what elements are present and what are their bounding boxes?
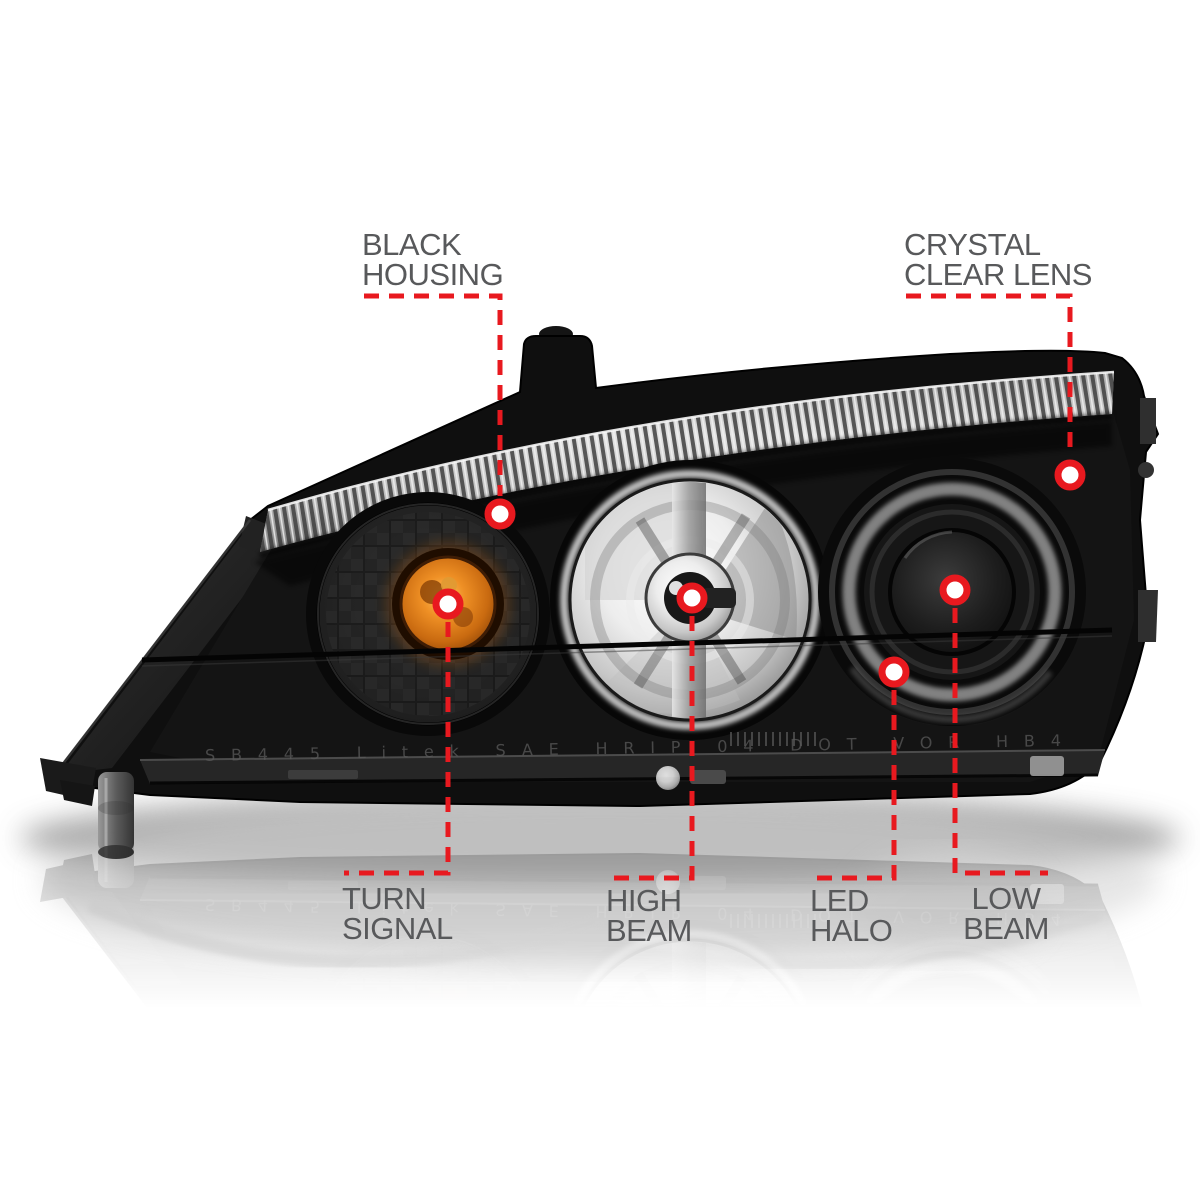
label-line: CLEAR LENS bbox=[904, 257, 1092, 292]
callout-line-crystal-clear-lens bbox=[906, 293, 1073, 457]
strip-shadow bbox=[254, 422, 1112, 586]
callout-dot-crystal-clear-lens bbox=[1054, 459, 1086, 491]
label-led-halo: LED HALO bbox=[810, 883, 893, 948]
label-line: HALO bbox=[810, 913, 893, 948]
side-clips bbox=[1138, 398, 1158, 642]
callout-dot-low-beam bbox=[939, 574, 971, 606]
callout-overlay bbox=[344, 293, 1073, 881]
label-line: CRYSTAL bbox=[904, 227, 1041, 262]
label-line: LED bbox=[810, 883, 869, 918]
callout-line-high-beam bbox=[608, 616, 695, 881]
label-black-housing: BLACK HOUSING bbox=[362, 227, 504, 292]
label-line: HOUSING bbox=[362, 257, 504, 292]
metal-clip bbox=[1030, 756, 1064, 776]
callout-dot-high-beam bbox=[676, 582, 708, 614]
label-turn-signal: TURN SIGNAL bbox=[342, 881, 453, 946]
callout-line-led-halo bbox=[812, 690, 897, 881]
led-halo-ring bbox=[842, 482, 1062, 702]
headlight-photo: SB445 Litek SAE HRIP 04 DOT VOR HB4 bbox=[40, 326, 1160, 859]
callout-line-black-housing bbox=[364, 293, 503, 496]
label-line: SIGNAL bbox=[342, 911, 453, 946]
callout-dot-turn-signal bbox=[432, 588, 464, 620]
label-line: HIGH bbox=[606, 883, 682, 918]
turn-signal-lamp bbox=[306, 492, 550, 736]
callout-line-turn-signal bbox=[344, 622, 451, 876]
label-line: BLACK bbox=[362, 227, 462, 262]
label-line: BEAM bbox=[963, 911, 1049, 946]
callout-line-low-beam bbox=[952, 608, 1048, 876]
label-high-beam: HIGH BEAM bbox=[606, 883, 692, 948]
label-low-beam: LOW BEAM bbox=[960, 881, 1052, 946]
label-line: BEAM bbox=[606, 913, 692, 948]
callout-dots bbox=[432, 459, 1086, 688]
label-line: LOW bbox=[971, 881, 1041, 916]
label-line: TURN bbox=[342, 881, 427, 916]
callout-dot-black-housing bbox=[484, 498, 516, 530]
left-trim bbox=[60, 522, 288, 774]
lens-seam bbox=[141, 627, 1113, 667]
label-crystal-clear-lens: CRYSTAL CLEAR LENS bbox=[904, 227, 1092, 292]
retainer-bulb bbox=[656, 766, 680, 790]
callout-dot-led-halo bbox=[878, 656, 910, 688]
trim-highlight bbox=[51, 519, 251, 779]
